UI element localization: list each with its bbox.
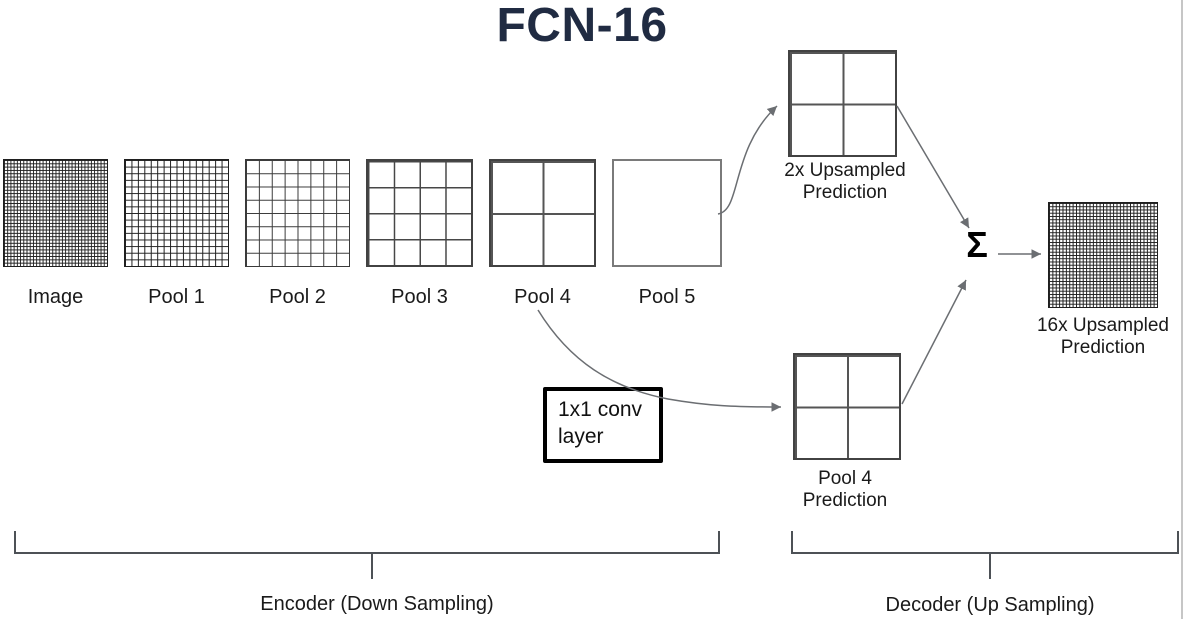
grid-pool-2: [245, 159, 350, 267]
grid-pool4-prediction: [793, 353, 901, 460]
label-pool-5: Pool 5: [638, 286, 696, 308]
sum-sigma-symbol: Σ: [966, 224, 988, 265]
encoder-panel-pool-3: Pool 3: [366, 159, 473, 309]
grid-pool-4: [489, 159, 596, 267]
grid-16x-upsampled-prediction: [1048, 202, 1158, 308]
diagram-title: FCN-16: [496, 0, 668, 52]
label-pool-2: Pool 2: [269, 286, 326, 308]
label-pool4-prediction: Pool 4 Prediction: [802, 468, 888, 511]
grid-2x-upsampled-prediction: [788, 50, 897, 157]
encoder-bracket-label: Encoder (Down Sampling): [260, 593, 494, 615]
label-image: Image: [27, 286, 84, 308]
decoder-bracket: [791, 531, 1179, 554]
encoder-bracket: [14, 531, 720, 554]
decoder-bracket-label: Decoder (Up Sampling): [885, 594, 1095, 616]
label-16x-upsampled-prediction: 16x Upsampled Prediction: [1036, 315, 1170, 358]
conv-1x1-layer-box: 1x1 conv layer: [543, 387, 663, 463]
label-pool-1: Pool 1: [148, 286, 205, 308]
label-pool-4: Pool 4: [514, 286, 571, 308]
grid-pool-5: [612, 159, 722, 267]
encoder-panel-pool-4: Pool 4: [489, 159, 596, 309]
encoder-panel-pool-5: Pool 5: [612, 159, 722, 309]
arrow-pool4-prediction-to-sum: [901, 279, 967, 405]
encoder-panel-pool-2: Pool 2: [245, 159, 350, 309]
label-pool-3: Pool 3: [391, 286, 448, 308]
encoder-panel-image: Image: [3, 159, 108, 309]
grid-image: [3, 159, 108, 267]
grid-pool-1: [124, 159, 229, 267]
encoder-row: Image Pool 1 Pool 2 Pool 3 Pool 4 Pool 5: [3, 159, 722, 309]
encoder-panel-pool-1: Pool 1: [124, 159, 229, 309]
label-2x-upsampled-prediction: 2x Upsampled Prediction: [784, 160, 906, 203]
grid-pool-3: [366, 159, 473, 267]
